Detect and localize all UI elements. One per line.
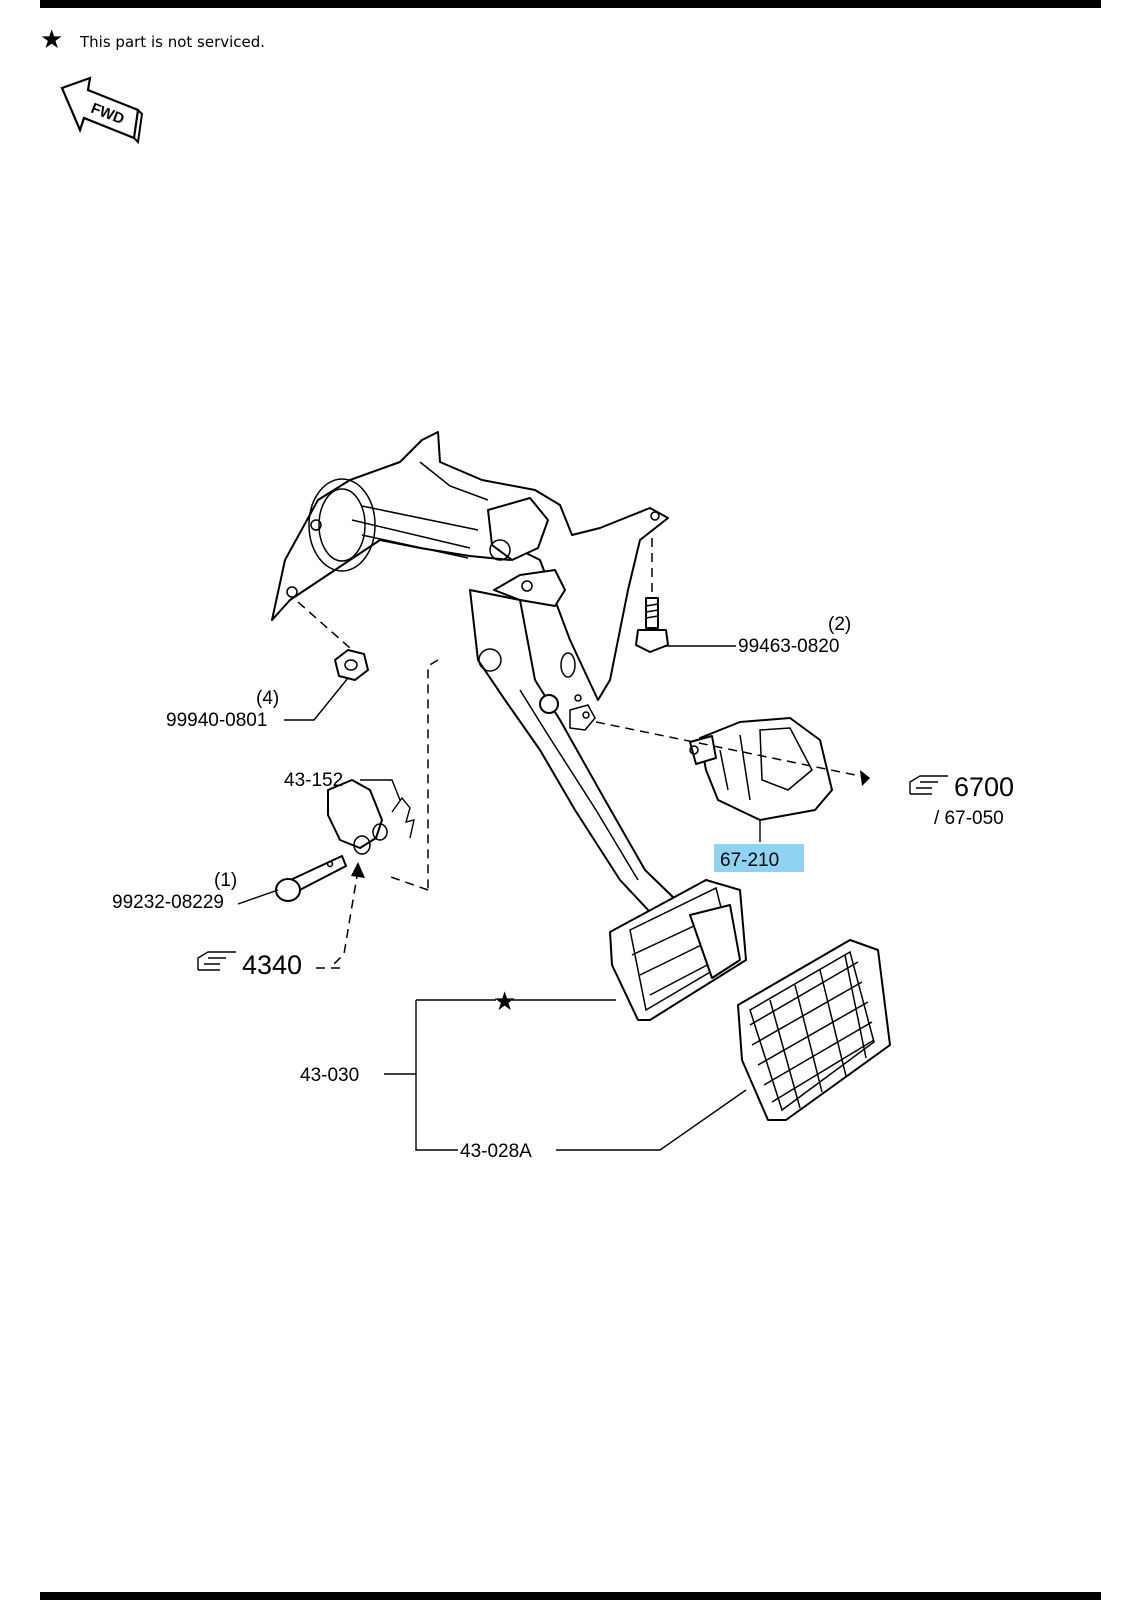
- bolt: [635, 597, 669, 653]
- svg-text:4340: 4340: [242, 950, 302, 980]
- star-icon: ★: [40, 24, 63, 54]
- svg-text:6700: 6700: [954, 772, 1014, 802]
- dashed-guides: [297, 538, 871, 969]
- callout-99463-0820: (2) 99463-0820: [738, 614, 851, 657]
- star-icon: ★: [493, 986, 516, 1016]
- arrowhead-4340: [351, 862, 365, 878]
- callout-star: ★: [493, 986, 516, 1016]
- svg-text:67-210: 67-210: [720, 850, 779, 871]
- svg-text:(4): (4): [256, 688, 279, 709]
- pedal-bracket: [271, 431, 669, 731]
- clevis-pin: [275, 855, 347, 902]
- pedal-pad: [609, 879, 747, 1021]
- callout-43-030: 43-030: [300, 1065, 359, 1086]
- svg-text:(1): (1): [214, 870, 237, 891]
- callout-67-210[interactable]: 67-210: [714, 844, 804, 872]
- fwd-arrow-icon: FWD: [60, 76, 144, 145]
- callout-99232-08229: (1) 99232-08229: [112, 870, 237, 913]
- svg-text:99940-0801: 99940-0801: [166, 710, 267, 731]
- callout-6700: 6700 / 67-050: [909, 772, 1014, 829]
- callout-4340: 4340: [197, 950, 340, 980]
- svg-text:99232-08229: 99232-08229: [112, 892, 224, 913]
- svg-text:99463-0820: 99463-0820: [738, 636, 839, 657]
- callout-43-028A: 43-028A: [460, 1141, 532, 1162]
- svg-text:43-030: 43-030: [300, 1065, 359, 1086]
- clevis: [327, 779, 388, 855]
- leader-lines: [237, 645, 761, 1151]
- callout-99940-0801: (4) 99940-0801: [166, 688, 279, 731]
- nut: [334, 649, 369, 681]
- svg-text:/ 67-050: / 67-050: [934, 808, 1004, 829]
- brake-light-switch: [689, 717, 833, 821]
- bottom-border: [40, 1592, 1101, 1600]
- pedal-pad-rubber: [737, 939, 891, 1121]
- arrowhead-6700: [860, 770, 870, 786]
- callout-43-152: 43-152: [284, 770, 343, 791]
- highlight-box: [714, 844, 804, 872]
- svg-text:43-028A: 43-028A: [460, 1141, 532, 1162]
- top-border: [40, 0, 1101, 8]
- svg-text:43-152: 43-152: [284, 770, 343, 791]
- spring-clip: [391, 796, 415, 839]
- pointing-hand-icon: [909, 775, 948, 795]
- svg-text:(2): (2): [828, 614, 851, 635]
- note-text: This part is not serviced.: [79, 33, 265, 51]
- pointing-hand-icon: [197, 951, 236, 971]
